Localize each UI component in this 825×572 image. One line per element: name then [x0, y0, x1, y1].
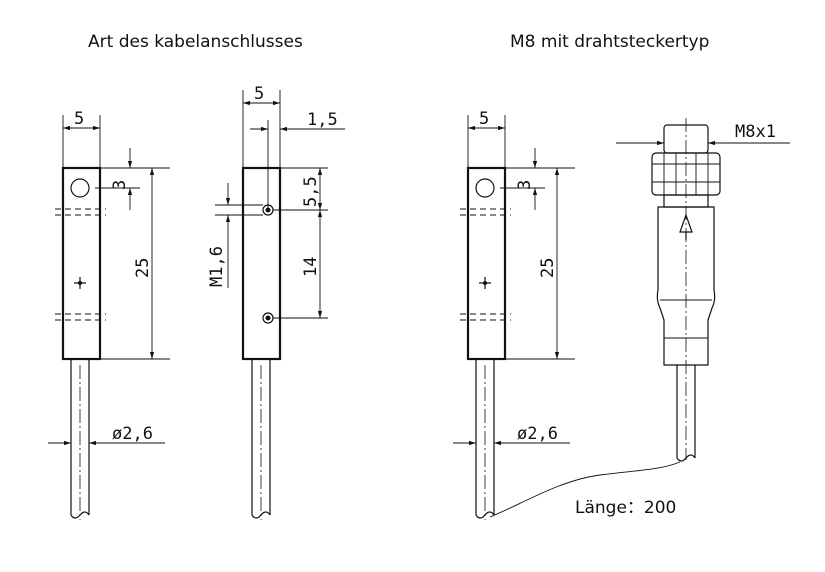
- dim-cable-diameter-2: ø2,6: [517, 424, 558, 444]
- dim-hole-offset-2: 3: [515, 180, 535, 190]
- title-cable-connection-type: Art des kabelanschlusses: [88, 32, 303, 52]
- mounting-hole: [70, 178, 90, 198]
- sensor-body: [61, 166, 102, 361]
- dim-offset: 1,5: [307, 110, 338, 130]
- dim-cable-diameter: ø2,6: [112, 424, 153, 444]
- sensor-body-2: [466, 166, 507, 361]
- dim-width-2: 5: [479, 109, 489, 129]
- sensor-body-side: [241, 166, 282, 361]
- dim-thread: M1,6: [207, 246, 227, 287]
- title-m8-connector-type: M8 mit drahtsteckertyp: [510, 32, 710, 52]
- dim-connector-thread: M8x1: [735, 122, 776, 142]
- dim-hole-offset: 3: [110, 180, 130, 190]
- cable-link-line: [489, 461, 681, 518]
- sensor-side-view: 5 1,5 5,5 14 M1,6: [207, 84, 345, 520]
- cable-length-label: Länge：200: [575, 498, 677, 518]
- dim-length: 25: [133, 258, 153, 278]
- dim-length-2: 25: [538, 258, 558, 278]
- dim-spacing-lower: 14: [301, 257, 321, 277]
- sensor-front-view-1: 5 3 25 ø2,6: [48, 109, 170, 520]
- sensor-front-view-2: 5 3 25 ø2,6: [453, 109, 575, 520]
- m8-connector: M8x1: [616, 118, 790, 462]
- dim-spacing-upper: 5,5: [301, 176, 321, 207]
- dim-width: 5: [74, 109, 84, 129]
- dim-width-side: 5: [254, 84, 264, 104]
